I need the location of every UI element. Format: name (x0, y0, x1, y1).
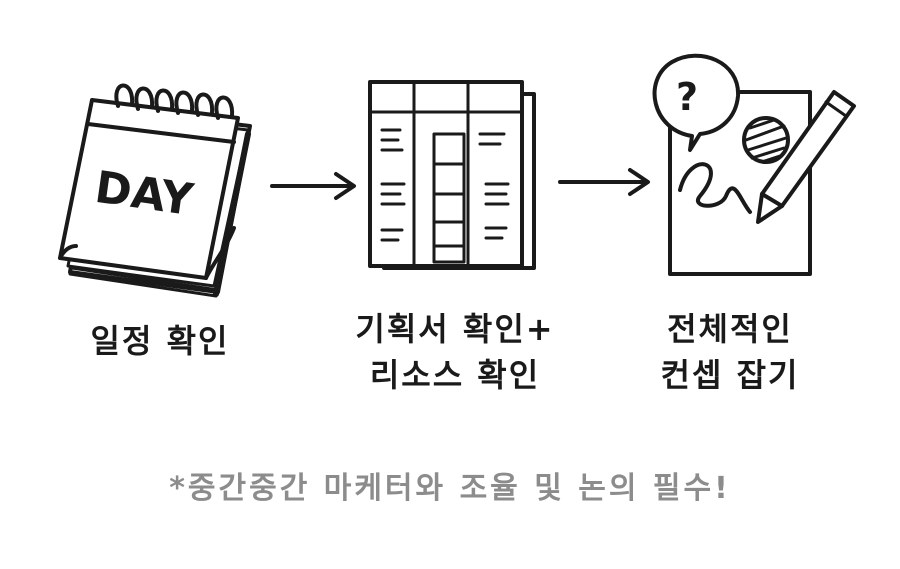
arrow-right-icon (558, 168, 650, 196)
question-mark-text: ? (676, 75, 698, 119)
document-icon (368, 80, 536, 270)
step-label-schedule-check: 일정 확인 (90, 322, 230, 360)
step-label-concept: 전체적인 컨셉 잡기 (660, 310, 800, 394)
calendar-icon (58, 83, 252, 298)
sketch-pad-icon (652, 53, 856, 276)
arrow-right-icon (270, 172, 356, 200)
step-label-plan-resource-check: 기획서 확인+ 리소스 확인 (355, 310, 555, 394)
footnote-text: *중간중간 마케터와 조율 및 논의 필수! (169, 471, 731, 506)
